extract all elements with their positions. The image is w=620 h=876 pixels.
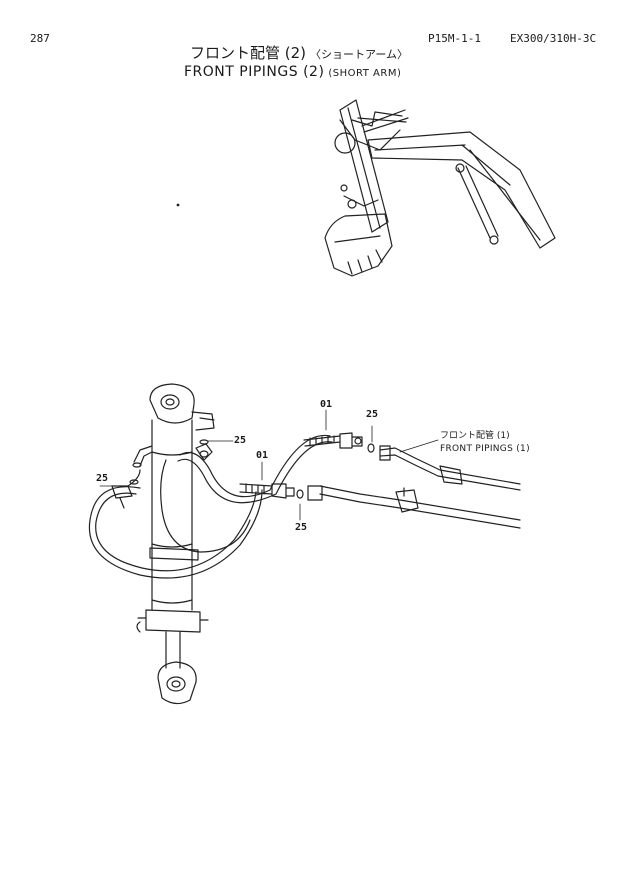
page-number: 287	[30, 32, 50, 45]
reference-english: FRONT PIPINGS (1)	[440, 444, 530, 454]
o-ring-middle	[296, 489, 304, 499]
title-english-main: FRONT PIPINGS (2)	[184, 64, 325, 80]
callout-hose-upper: 01	[320, 399, 333, 410]
arm-cylinder	[132, 383, 215, 705]
callout-o-ring-middle: 25	[295, 522, 308, 533]
title-japanese-sub: 〈ショートアーム〉	[310, 48, 409, 61]
model-number: EX300/310H-3C	[510, 32, 597, 45]
title-english-sub: (SHORT ARM)	[328, 68, 402, 79]
callout-o-ring-right: 25	[366, 409, 379, 420]
callout-o-ring-upper-left: 25	[234, 435, 247, 446]
leader-lines	[99, 409, 439, 521]
o-ring-right	[367, 443, 375, 453]
title-japanese-main: フロント配管 (2)	[190, 44, 307, 62]
reference-japanese: フロント配管 (1)	[440, 431, 510, 441]
hose-assemblies	[88, 432, 363, 579]
o-rings	[129, 439, 375, 499]
o-ring-upper-left	[199, 439, 209, 445]
o-ring-left	[129, 479, 139, 485]
excavator-overview-illustration	[324, 99, 556, 277]
callout-hose-lower: 01	[256, 450, 269, 461]
connecting-pipes	[307, 445, 521, 529]
title-english: FRONT PIPINGS (2)(SHORT ARM)	[184, 65, 401, 79]
title-japanese: フロント配管 (2)〈ショートアーム〉	[190, 46, 408, 61]
sheet-code: P15M-1-1	[428, 32, 481, 45]
callout-o-ring-left: 25	[96, 473, 109, 484]
